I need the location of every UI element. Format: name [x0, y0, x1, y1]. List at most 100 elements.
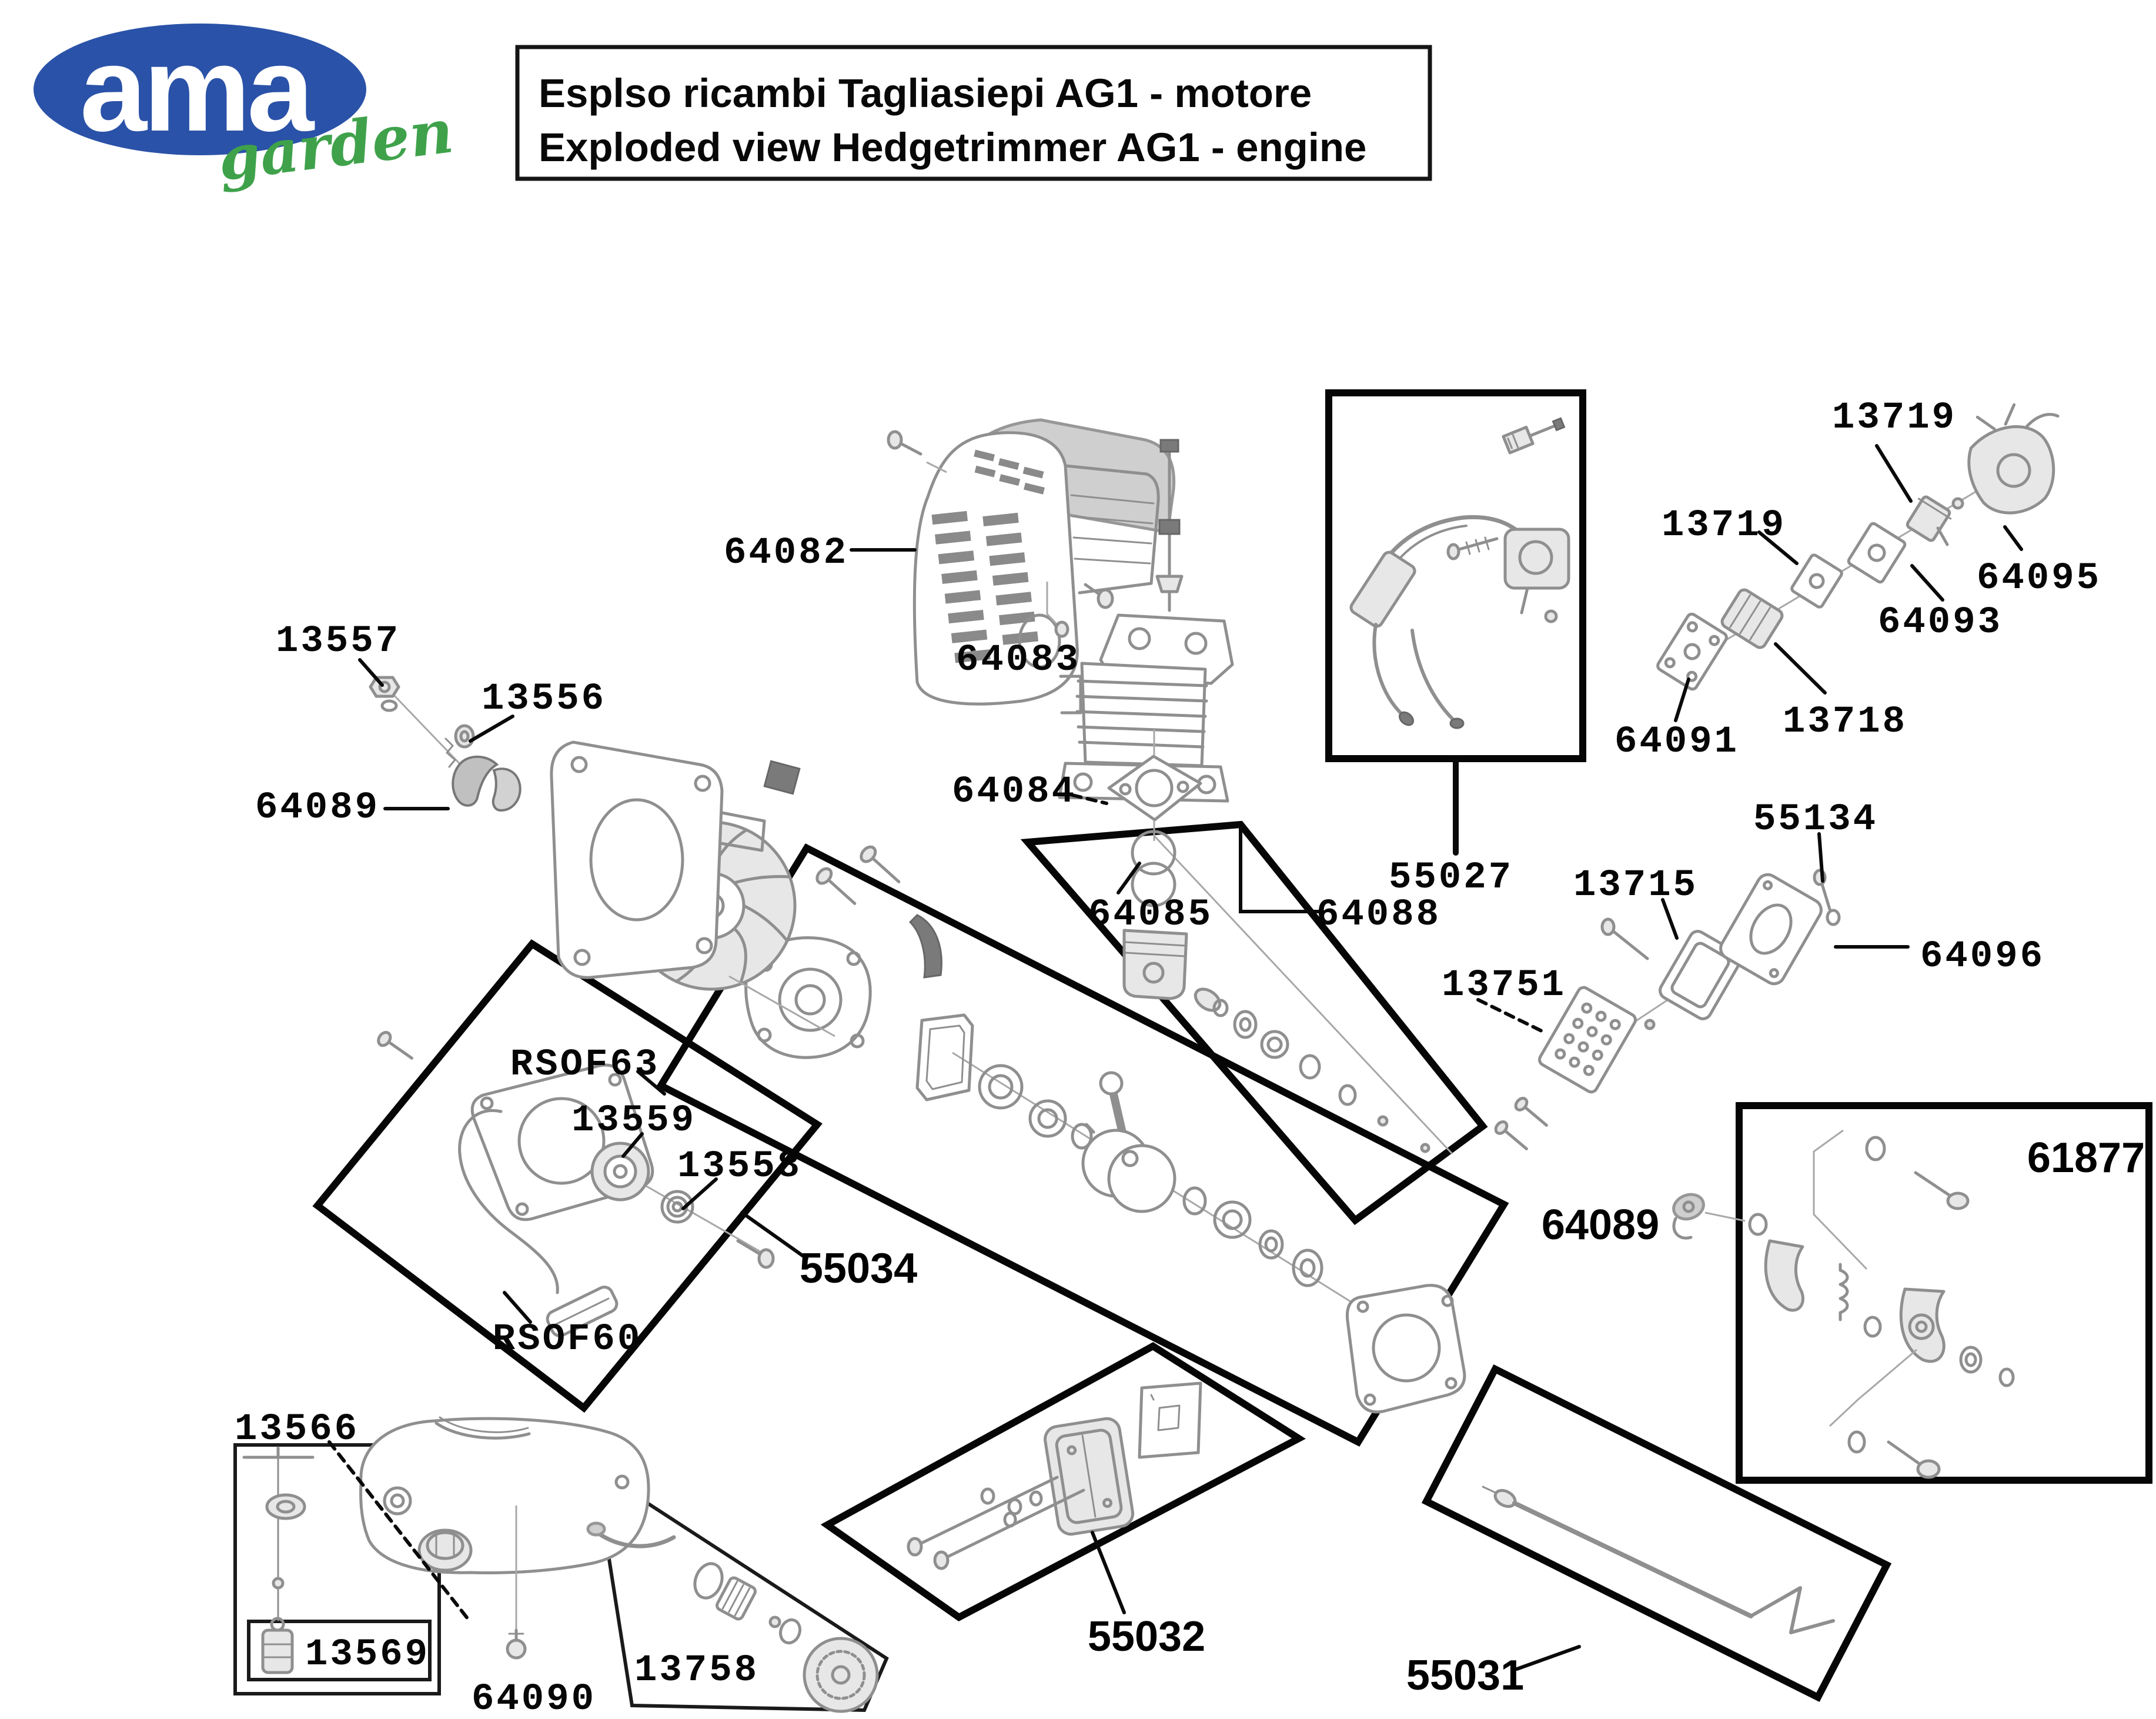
tank-cap-icon	[417, 1528, 473, 1572]
part-label-13718: 13718	[1783, 701, 1907, 743]
fuel-hose-icon	[586, 1521, 676, 1548]
part-label-64089-left: 64089	[255, 787, 380, 829]
starter-handle-icon	[546, 1286, 619, 1337]
brand-logo: ama garden	[34, 22, 457, 195]
filter-bolt-icon	[1600, 917, 1649, 960]
part-label-64091: 64091	[1615, 721, 1739, 763]
cylinder-gasket-sketch	[1107, 729, 1202, 841]
muffler-gasket-icon	[1138, 1381, 1202, 1459]
starter-group-outline	[312, 939, 823, 1413]
clutch-shoe-sketch	[392, 693, 522, 812]
filter-screw-icon	[1494, 1120, 1528, 1150]
filter-plate-icon	[1538, 986, 1637, 1094]
fuel-filter-sketch	[242, 1446, 315, 1674]
part-label-55027: 55027	[1389, 857, 1513, 899]
piston-group-sketch	[1122, 830, 1453, 1155]
stop-switch-icon	[763, 760, 801, 795]
reed-lever-icon	[908, 914, 942, 979]
throttle-trigger-box	[1736, 1102, 2152, 1484]
part-label-13557: 13557	[276, 620, 400, 663]
crankcase-group-sketch	[744, 845, 1466, 1414]
part-label-64085: 64085	[1088, 894, 1213, 936]
cover-screw-icon	[887, 430, 947, 473]
part-label-13719-top: 13719	[1832, 397, 1957, 439]
cable-clamp-sketch	[1672, 1193, 1746, 1240]
part-label-64083: 64083	[956, 639, 1081, 682]
carb-spacer-icon	[1847, 522, 1907, 584]
title-line2: Exploded view Hedgetrimmer AG1 - engine	[539, 125, 1366, 170]
flywheel-washer-icon	[454, 724, 475, 749]
clutch-drum-icon	[803, 1637, 879, 1713]
throttle-cam-icon	[1899, 1287, 1946, 1363]
part-label-13559: 13559	[571, 1100, 696, 1142]
logo-brand-text: ama	[80, 22, 315, 156]
crankcase-gasket-icon	[915, 1013, 974, 1102]
title-box: Esplso ricambi Tagliasiepi AG1 - motore …	[515, 45, 1432, 181]
piston-ring-icon	[1131, 862, 1176, 907]
trigger-spring-icon	[1839, 1263, 1849, 1321]
crankcase-screw-icon	[815, 867, 857, 905]
cover-bolt-icon	[1155, 439, 1184, 612]
logo-ellipse-icon	[34, 24, 366, 155]
ignition-backplate-sketch	[550, 740, 801, 979]
part-labels: 13557 13556 64089 64082 64083 64084 6408…	[235, 397, 2145, 1719]
ignition-coil-icon	[1503, 528, 1570, 623]
part-label-64082: 64082	[724, 532, 848, 575]
ignition-module-sketch	[1349, 417, 1570, 729]
starter-group-sketch	[377, 1031, 775, 1337]
part-label-61877: 61877	[2027, 1134, 2145, 1181]
part-label-13719-left: 13719	[1662, 505, 1786, 547]
starter-spring-icon	[660, 1190, 694, 1224]
throttle-cable-group-outline	[1421, 1364, 1892, 1703]
carb-plate-icon	[1656, 612, 1728, 691]
tank-screw-icon	[506, 1506, 527, 1660]
part-label-13558: 13558	[677, 1146, 802, 1188]
title-box-border	[515, 45, 1432, 181]
part-label-64088: 64088	[1316, 894, 1441, 936]
part-label-64084: 64084	[952, 771, 1077, 813]
throttle-cable-sketch	[1482, 1486, 1835, 1634]
part-label-13556: 13556	[482, 678, 606, 720]
coil-screw-spring-icon	[1446, 536, 1499, 560]
filter-screw-icon	[1514, 1097, 1548, 1127]
piston-icon	[1122, 929, 1188, 1000]
crankcase-group-outline	[656, 843, 1509, 1447]
part-label-64093: 64093	[1878, 602, 2003, 644]
muffler-group-sketch	[907, 1381, 1202, 1570]
clutch-drum-group-sketch	[693, 1562, 879, 1713]
part-label-55032: 55032	[1088, 1613, 1205, 1660]
air-filter-chain-sketch	[1494, 869, 1841, 1150]
part-label-RSOF60: RSOF60	[493, 1319, 642, 1361]
starter-screw-icon	[736, 1239, 775, 1269]
muffler-group-outline	[820, 1342, 1306, 1622]
filter-cover-icon	[1719, 873, 1823, 986]
throttle-trigger-sketch	[1748, 1129, 2015, 1479]
throttle-lever-icon	[1764, 1239, 1804, 1312]
part-label-55031: 55031	[1406, 1652, 1524, 1699]
leader-lines	[327, 444, 2023, 1671]
spark-plug-icon	[1502, 417, 1566, 455]
carb-gasket-icon	[1790, 553, 1843, 609]
part-label-RSOF63: RSOF63	[510, 1044, 660, 1086]
crankshaft-icon	[1081, 1071, 1176, 1213]
crankcase-screw-icon	[860, 845, 901, 883]
part-label-64090: 64090	[472, 1678, 596, 1719]
clutch-drum-group-outline	[592, 1465, 889, 1713]
trigger-screw-icon	[1914, 1171, 1970, 1210]
muffler-body-icon	[1044, 1417, 1135, 1536]
carburetor-chain-sketch	[1656, 403, 2060, 691]
carb-insulator-icon	[1720, 588, 1784, 649]
title-line1: Esplso ricambi Tagliasiepi AG1 - motore	[539, 71, 1312, 116]
starter-pulley-icon	[590, 1141, 650, 1201]
fuel-tank-sketch	[359, 1416, 676, 1574]
crankcase-half-right-icon	[1345, 1284, 1466, 1414]
flywheel-nut-icon	[369, 676, 400, 712]
part-label-64089-right: 64089	[1542, 1201, 1659, 1249]
fuel-filter-inner-box	[247, 1620, 432, 1681]
part-label-55134: 55134	[1753, 799, 1878, 841]
part-label-64095: 64095	[1977, 558, 2101, 600]
engine-cover-sketch	[887, 418, 1184, 706]
part-label-64096: 64096	[1920, 936, 2045, 978]
fuel-filter-icon	[261, 1617, 294, 1674]
